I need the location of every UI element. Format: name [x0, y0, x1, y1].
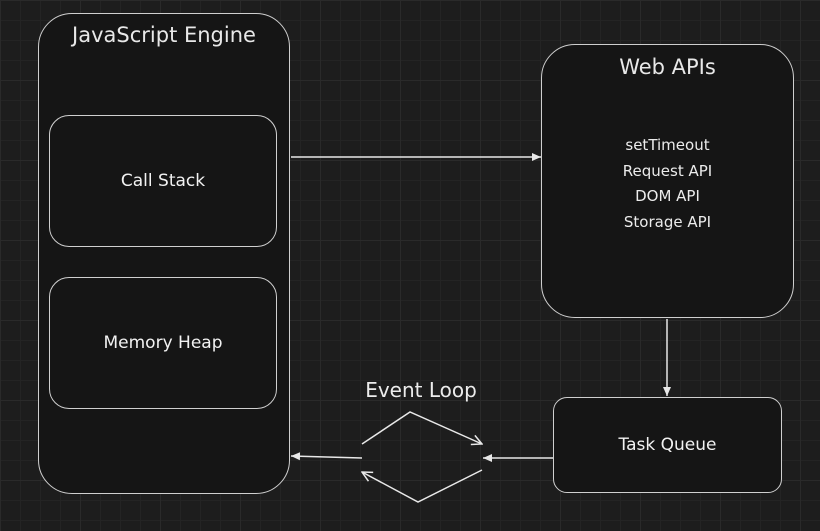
task-queue-box: Task Queue	[553, 397, 782, 493]
javascript-engine-box: JavaScript Engine	[38, 13, 290, 494]
arrow-eventloop-to-engine	[290, 452, 363, 461]
web-api-item-settimeout: setTimeout	[625, 136, 710, 154]
web-api-item-request: Request API	[622, 161, 713, 180]
event-loop-label: Event Loop	[365, 378, 477, 402]
call-stack-label: Call Stack	[120, 171, 206, 191]
web-apis-box: Web APIs setTimeout Request API DOM API …	[541, 44, 794, 318]
javascript-engine-title: JavaScript Engine	[72, 23, 256, 47]
event-loop-cycle-bottom	[362, 469, 483, 503]
task-queue-label: Task Queue	[618, 435, 717, 455]
web-apis-title: Web APIs	[619, 55, 716, 79]
web-api-item-storage: Storage API	[623, 212, 712, 231]
event-loop-cycle-top	[361, 411, 482, 444]
web-apis-list: setTimeout Request API DOM API Storage A…	[542, 133, 793, 235]
memory-heap-box: Memory Heap	[49, 277, 277, 409]
web-api-item-dom: DOM API	[635, 187, 700, 205]
call-stack-box: Call Stack	[49, 115, 277, 247]
memory-heap-label: Memory Heap	[103, 333, 223, 353]
